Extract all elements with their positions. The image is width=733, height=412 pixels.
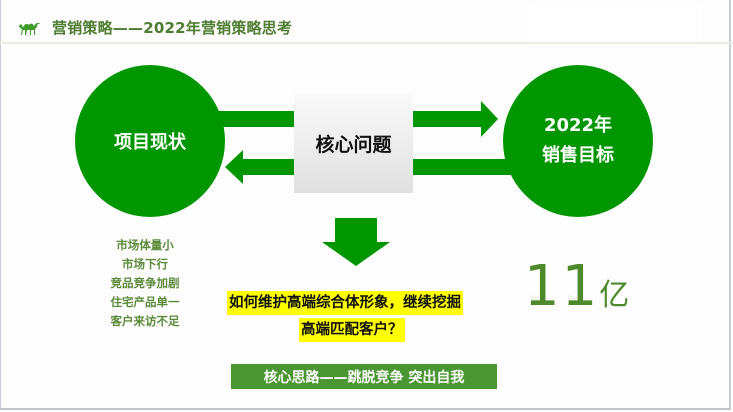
- top-connector-left: [215, 111, 295, 127]
- target-number: 11: [524, 254, 600, 319]
- sales-target-node: 2022年 销售目标: [503, 65, 653, 217]
- current-status-label: 项目现状: [114, 132, 186, 153]
- core-issue-label: 核心问题: [315, 133, 392, 156]
- issue-item: 住宅产品单一: [110, 295, 180, 309]
- issue-item: 竞品竞争加剧: [110, 276, 180, 290]
- sales-target-label: 销售目标: [542, 145, 614, 166]
- page-title: 营销策略——2022年营销策略思考: [52, 19, 293, 37]
- issue-item: 客户来访不足: [110, 314, 180, 328]
- issue-item: 市场体量小: [116, 238, 174, 252]
- arrow-left-icon: [225, 150, 243, 184]
- bottom-connector-right: [413, 159, 513, 175]
- current-status-node: 项目现状: [75, 65, 225, 217]
- core-idea-banner: 核心思路——跳脱竞争 突出自我: [231, 364, 497, 389]
- key-question-line2: 高端匹配客户？: [299, 318, 405, 342]
- sales-target-reflection: 11亿: [524, 288, 629, 312]
- target-unit: 亿: [599, 278, 630, 313]
- core-issue-node: 核心问题: [294, 93, 413, 193]
- header-divider: [0, 42, 733, 44]
- key-question-line1: 如何维护高端综合体形象，继续挖掘: [227, 291, 463, 315]
- current-issues-list: 市场体量小 市场下行 竞品竞争加剧 住宅产品单一 客户来访不足: [95, 236, 195, 331]
- slide-header: 营销策略——2022年营销策略思考: [0, 0, 733, 44]
- target-number-reflection: 11: [524, 288, 599, 312]
- core-idea-text: 核心思路——跳脱竞争 突出自我: [263, 369, 465, 386]
- sales-target-value: 11亿: [524, 254, 629, 319]
- top-connector-right: [413, 111, 483, 127]
- header-blank-area: [529, 6, 701, 43]
- sales-target-year: 2022年: [543, 115, 613, 136]
- arrow-down-icon: [322, 218, 390, 266]
- arrow-right-icon: [481, 101, 498, 137]
- issue-item: 市场下行: [122, 257, 168, 271]
- bottom-connector-left: [242, 159, 295, 175]
- camel-icon: [19, 23, 40, 35]
